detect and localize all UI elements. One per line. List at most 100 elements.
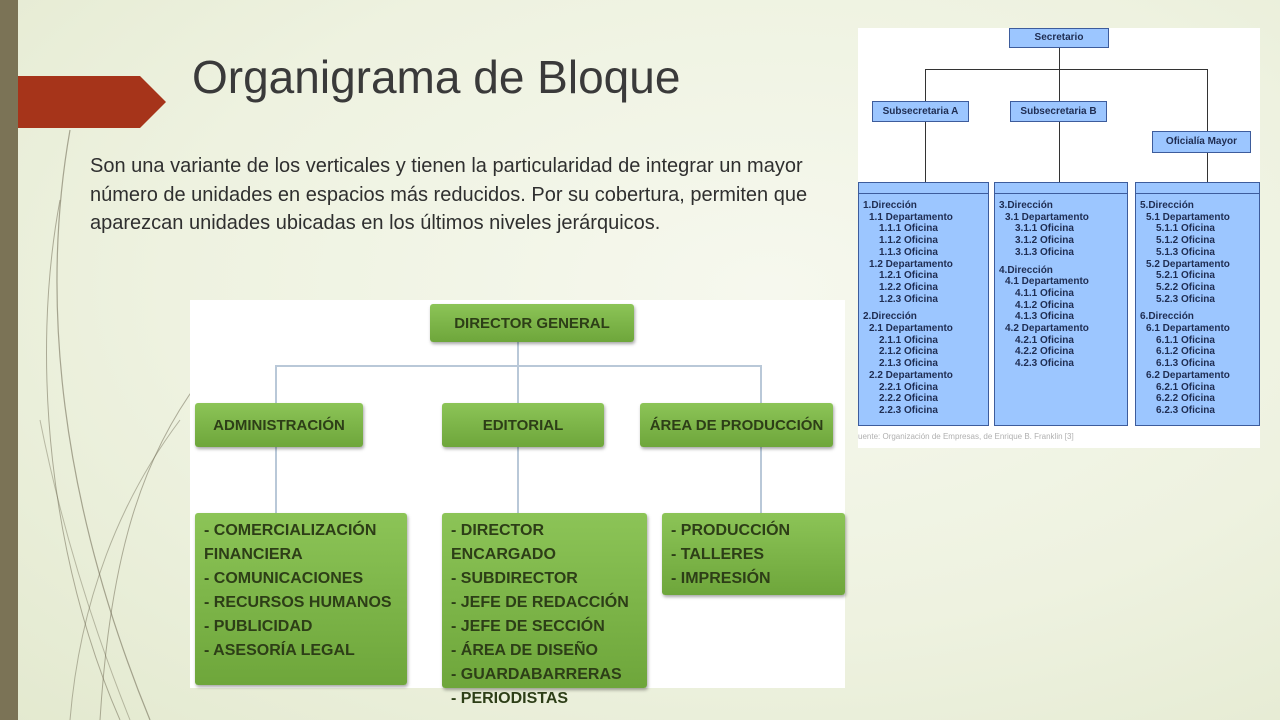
connector-line bbox=[517, 365, 519, 403]
oficina-item: 4.1.3 Oficina bbox=[1015, 311, 1074, 323]
column-header-strip bbox=[1136, 183, 1259, 194]
unit-list-item: - ÁREA DE DISEÑO bbox=[451, 642, 598, 659]
title-arrow-shape bbox=[18, 76, 166, 128]
administracion-list-box: - COMERCIALIZACIÓN FINANCIERA - COMUNICACI… bbox=[195, 513, 407, 685]
departamento-item: 4.2 Departamento bbox=[1005, 323, 1089, 335]
connector-line bbox=[1059, 48, 1060, 69]
slide-side-bar bbox=[0, 0, 18, 720]
oficina-item: 2.2.3 Oficina bbox=[879, 404, 938, 416]
oficina-item: 2.1.2 Oficina bbox=[879, 346, 938, 358]
departamento-item: 6.1 Departamento bbox=[1146, 323, 1230, 335]
oficina-item: 6.2.2 Oficina bbox=[1156, 393, 1215, 405]
connector-line bbox=[275, 365, 277, 403]
oficina-item: 6.1.3 Oficina bbox=[1156, 358, 1215, 370]
oficina-item: 6.1.2 Oficina bbox=[1156, 346, 1215, 358]
editorial-list-box: - DIRECTOR ENCARGADO - SUBDIRECTOR - JEFE … bbox=[442, 513, 647, 707]
unit-list-item: - JEFE DE REDACCIÓN bbox=[451, 594, 629, 611]
connector-line bbox=[760, 447, 762, 513]
connector-line bbox=[517, 447, 519, 513]
oficina-item: 3.1.3 Oficina bbox=[1015, 246, 1074, 258]
director-general-box: DIRECTOR GENERAL bbox=[430, 304, 634, 342]
subsecretaria-b-box: Subsecretaria B bbox=[1010, 101, 1107, 122]
connector-line bbox=[760, 365, 762, 403]
unit-list-item: - ASESORÍA LEGAL bbox=[204, 642, 355, 659]
secretario-box: Secretario bbox=[1009, 28, 1109, 48]
area-produccion-box: ÁREA DE PRODUCCIÓN bbox=[640, 403, 833, 447]
produccion-list-box: - PRODUCCIÓN - TALLERES - IMPRESIÓN bbox=[662, 513, 845, 595]
oficialia-mayor-box: Oficialía Mayor bbox=[1152, 131, 1251, 153]
connector-line bbox=[1207, 153, 1208, 182]
oficina-item: 5.1.3 Oficina bbox=[1156, 246, 1215, 258]
departamento-item: 1.2 Departamento bbox=[869, 258, 953, 270]
departamento-item: 5.2 Departamento bbox=[1146, 258, 1230, 270]
oficina-item: 6.2.1 Oficina bbox=[1156, 381, 1215, 393]
direccion-item: 6.Dirección bbox=[1140, 311, 1194, 323]
departamento-item: 2.1 Departamento bbox=[869, 323, 953, 335]
departamento-item: 6.2 Departamento bbox=[1146, 369, 1230, 381]
departamento-item: 1.1 Departamento bbox=[869, 211, 953, 223]
oficina-item: 2.2.2 Oficina bbox=[879, 393, 938, 405]
block-org-chart: DIRECTOR GENERAL ADMINISTRACIÓN EDITORIA… bbox=[190, 300, 845, 707]
chart-source-caption: uente: Organización de Empresas, de Enri… bbox=[858, 432, 1074, 441]
oficina-item: 3.1.1 Oficina bbox=[1015, 223, 1074, 235]
oficina-item: 4.2.3 Oficina bbox=[1015, 358, 1074, 370]
connector-line bbox=[925, 69, 926, 101]
oficina-item: 5.2.1 Oficina bbox=[1156, 270, 1215, 282]
unit-list-item: FINANCIERA bbox=[204, 546, 303, 563]
column-header-strip bbox=[995, 183, 1127, 194]
slide-title: Organigrama de Bloque bbox=[192, 51, 681, 103]
oficina-item: 6.1.1 Oficina bbox=[1156, 334, 1215, 346]
oficina-item: 1.1.3 Oficina bbox=[879, 246, 938, 258]
oficina-item: 5.2.3 Oficina bbox=[1156, 293, 1215, 305]
departamento-item: 5.1 Departamento bbox=[1146, 211, 1230, 223]
oficina-item: 4.2.1 Oficina bbox=[1015, 334, 1074, 346]
departamento-item: 3.1 Departamento bbox=[1005, 211, 1089, 223]
direccion-item: 3.Dirección bbox=[999, 200, 1053, 211]
oficina-item: 3.1.2 Oficina bbox=[1015, 235, 1074, 247]
unit-list-item: - JEFE DE SECCIÓN bbox=[451, 618, 605, 635]
unit-list-item: - DIRECTOR ENCARGADO bbox=[451, 522, 556, 563]
decorative-curves bbox=[39, 129, 201, 720]
unit-list-item: - TALLERES bbox=[671, 546, 765, 563]
connector-line bbox=[1059, 122, 1060, 182]
unit-list-item: - PUBLICIDAD bbox=[204, 618, 313, 635]
connector-line bbox=[1207, 69, 1208, 131]
oficina-item: 1.1.2 Oficina bbox=[879, 235, 938, 247]
direccion-item: 4.Dirección bbox=[999, 264, 1053, 276]
administracion-box: ADMINISTRACIÓN bbox=[195, 403, 363, 447]
connector-line bbox=[1059, 69, 1060, 101]
subsecretaria-a-box: Subsecretaria A bbox=[872, 101, 969, 122]
oficina-item: 1.1.1 Oficina bbox=[879, 223, 938, 235]
connector-line bbox=[925, 122, 926, 182]
oficina-item: 2.1.1 Oficina bbox=[879, 334, 938, 346]
unit-list-item: - PRODUCCIÓN bbox=[671, 522, 791, 539]
oficina-item: 2.2.1 Oficina bbox=[879, 381, 938, 393]
unit-list-item: - RECURSOS HUMANOS bbox=[204, 594, 392, 611]
oficina-item: 5.1.1 Oficina bbox=[1156, 223, 1215, 235]
unit-list-item: - SUBDIRECTOR bbox=[451, 570, 578, 587]
unit-list-item: - COMERCIALIZACIÓN bbox=[204, 522, 377, 539]
unit-list-item: - IMPRESIÓN bbox=[671, 570, 771, 587]
direccion-item: 1.Dirección bbox=[863, 200, 917, 211]
unit-list-item: - COMUNICACIONES bbox=[204, 570, 364, 587]
direccion-item: 2.Dirección bbox=[863, 311, 917, 323]
departamento-item: 2.2 Departamento bbox=[869, 369, 953, 381]
connector-line bbox=[275, 447, 277, 513]
editorial-box: EDITORIAL bbox=[442, 403, 604, 447]
oficina-item: 6.2.3 Oficina bbox=[1156, 404, 1215, 416]
column-header-strip bbox=[859, 183, 988, 194]
oficina-item: 1.2.1 Oficina bbox=[879, 270, 938, 282]
secretariat-org-chart: Secretario Subsecretaria A Subsecretaria… bbox=[858, 28, 1260, 448]
oficina-item: 5.1.2 Oficina bbox=[1156, 235, 1215, 247]
slide-body-text: Son una variante de los verticales y tie… bbox=[90, 155, 808, 234]
unit-list-item: - GUARDABARRERAS bbox=[451, 666, 622, 683]
connector-line bbox=[925, 69, 1207, 70]
oficina-item: 4.1.1 Oficina bbox=[1015, 287, 1074, 299]
oficina-item: 1.2.3 Oficina bbox=[879, 293, 938, 305]
connector-line bbox=[517, 342, 519, 366]
oficina-item: 2.1.3 Oficina bbox=[879, 358, 938, 370]
oficina-item: 4.2.2 Oficina bbox=[1015, 346, 1074, 358]
